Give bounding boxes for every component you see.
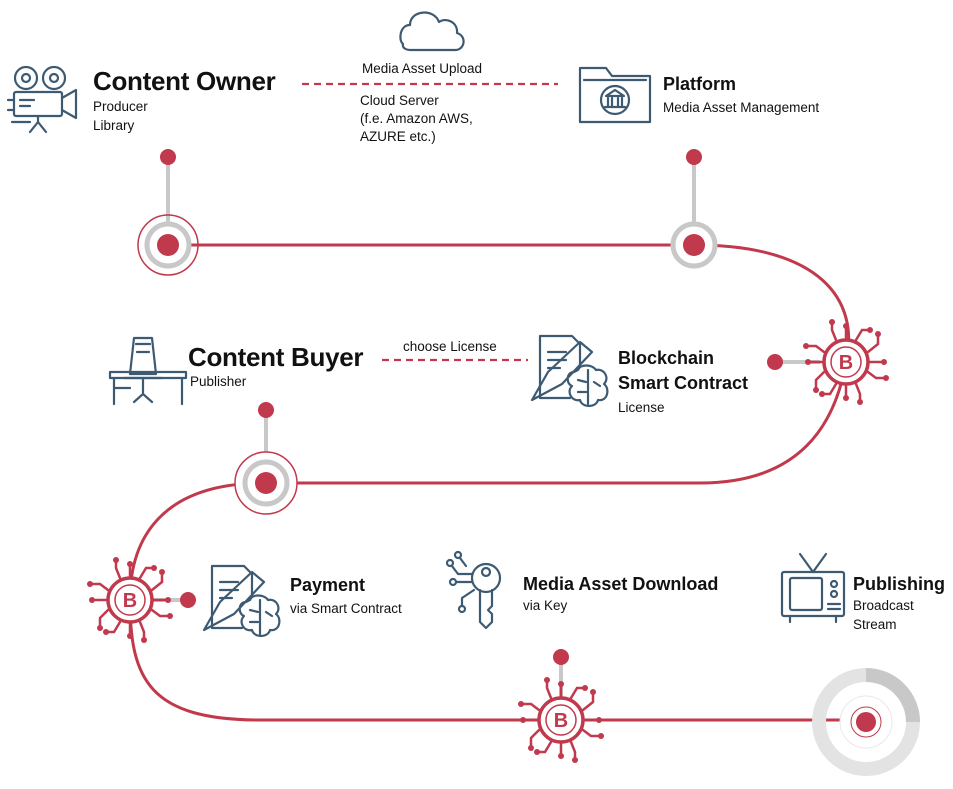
publishing-line-2: Stream	[853, 617, 897, 632]
badge-letter: B	[839, 352, 853, 374]
cloud-line-2: (f.e. Amazon AWS,	[360, 111, 473, 126]
content-owner-line-2: Library	[93, 118, 135, 133]
badge-letter: B	[123, 590, 137, 612]
circuit-key-icon	[445, 550, 502, 630]
stop-platform	[670, 221, 718, 269]
blockchain-title-1: Blockchain	[618, 348, 715, 368]
content-buyer-line-1: Publisher	[190, 374, 247, 389]
stop-content-buyer	[234, 451, 298, 515]
film-camera-icon	[6, 65, 78, 134]
tv-icon	[780, 552, 846, 624]
workflow-path	[128, 243, 866, 722]
publishing-title: Publishing	[853, 574, 945, 594]
folder-bank-icon	[578, 66, 652, 124]
download-line-1: via Key	[523, 598, 568, 613]
publishing-line-1: Broadcast	[853, 598, 914, 613]
cloud-icon	[399, 11, 465, 52]
blockchain-badge-2: B	[85, 555, 175, 645]
content-owner-line-1: Producer	[93, 99, 148, 114]
license-label: choose License	[403, 339, 497, 354]
desk-chair-icon	[108, 336, 188, 406]
upload-label: Media Asset Upload	[362, 61, 483, 76]
payment-title: Payment	[290, 575, 366, 595]
stem-dots	[160, 149, 783, 665]
badge-letter: B	[554, 710, 568, 732]
blockchain-badge-1: B	[801, 317, 891, 407]
node-stems	[152, 158, 820, 700]
blockchain-badge-3: B	[516, 675, 606, 765]
stop-publishing	[812, 668, 920, 776]
content-owner-title: Content Owner	[93, 66, 276, 96]
platform-line-1: Media Asset Management	[663, 100, 820, 115]
blockchain-title-2: Smart Contract	[618, 373, 749, 393]
blockchain-line-1: License	[618, 400, 665, 415]
platform-title: Platform	[663, 74, 737, 94]
content-buyer-title: Content Buyer	[188, 342, 364, 372]
cloud-line-3: AZURE etc.)	[360, 129, 436, 144]
contract-brain-icon	[202, 564, 281, 638]
stop-content-owner	[137, 214, 199, 276]
contract-brain-icon	[530, 334, 609, 408]
cloud-line-1: Cloud Server	[360, 93, 439, 108]
payment-line-1: via Smart Contract	[290, 601, 402, 616]
download-title: Media Asset Download	[523, 574, 719, 594]
